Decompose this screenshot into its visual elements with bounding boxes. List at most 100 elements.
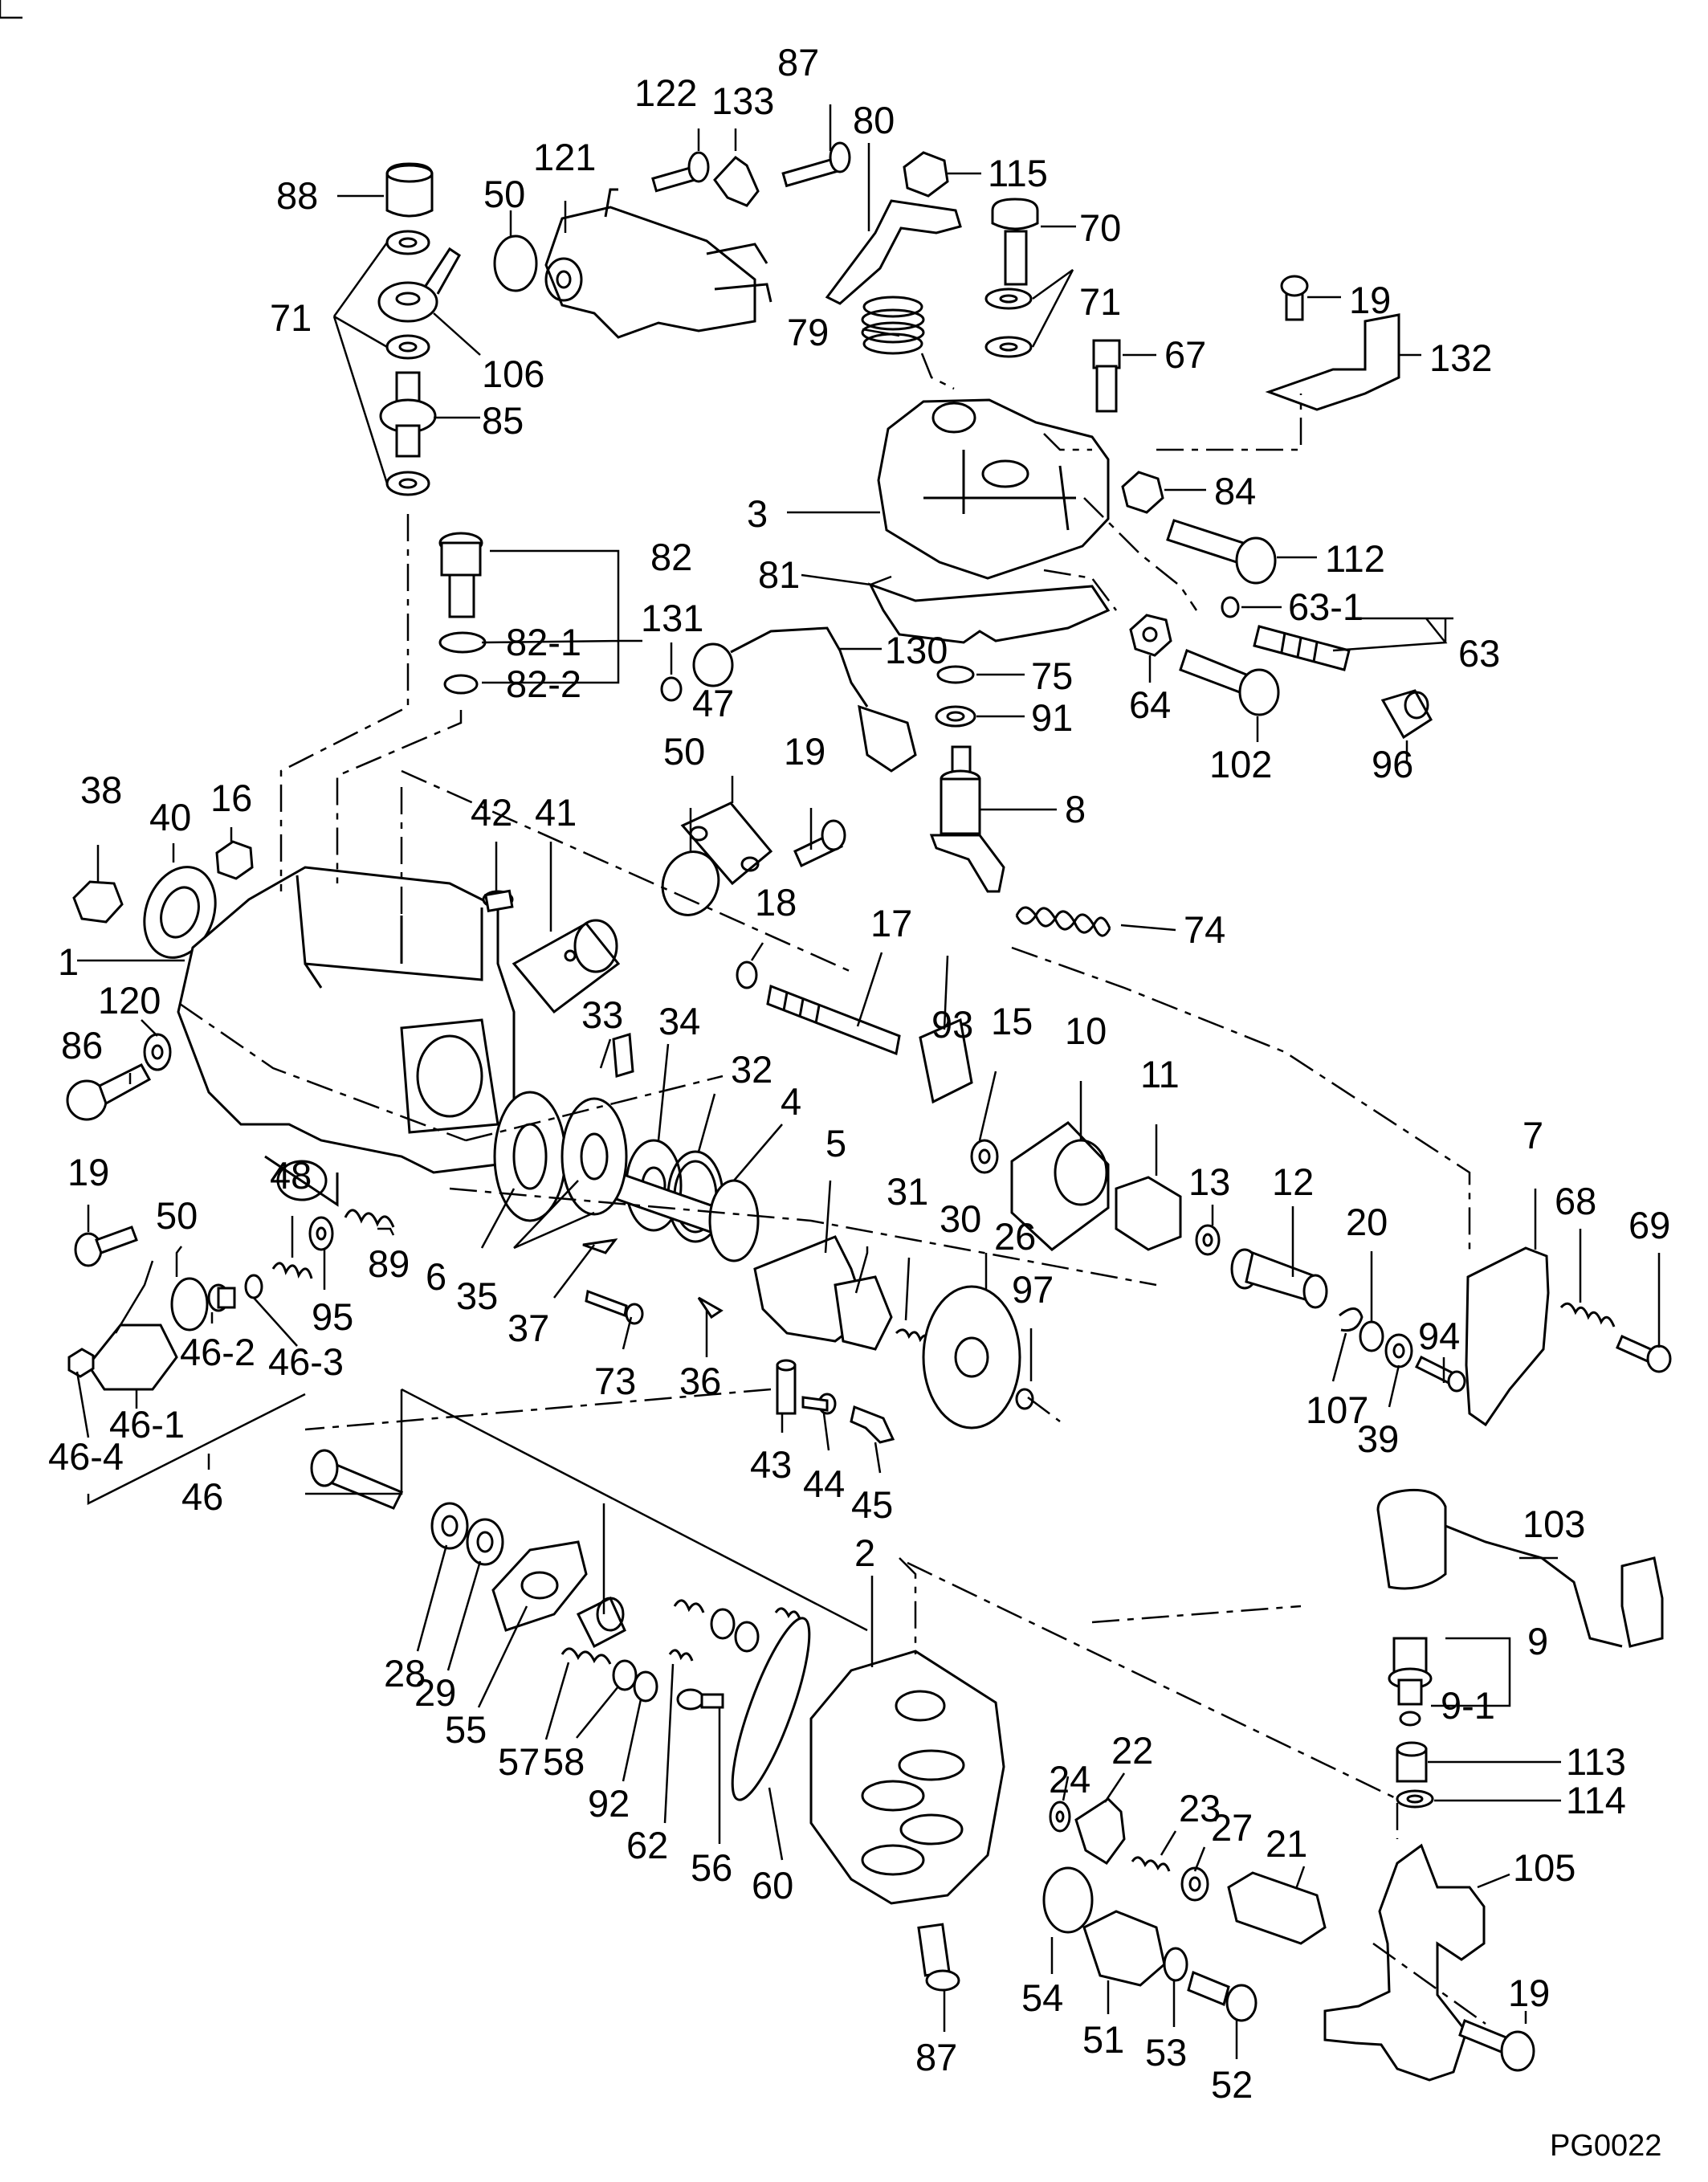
callout-69: 69 — [1629, 1204, 1670, 1246]
callout-37: 37 — [508, 1307, 549, 1349]
part-41-sleeve — [512, 919, 621, 1014]
callout-92: 92 — [588, 1782, 630, 1825]
part-86-bolt — [66, 1063, 152, 1121]
part-97-pin — [1015, 1388, 1034, 1410]
callout-56: 56 — [691, 1846, 732, 1889]
callout-52: 52 — [1211, 2063, 1253, 2106]
part-40-bearing — [143, 866, 217, 959]
callout-2: 2 — [854, 1531, 875, 1574]
part-53-washer — [1163, 1947, 1188, 1982]
callout-29: 29 — [414, 1671, 456, 1714]
part-103-solenoid — [1376, 1488, 1664, 1648]
part-24-washer — [1049, 1801, 1071, 1833]
callout-50-mid: 50 — [663, 730, 705, 773]
part-82-2-oring — [443, 674, 479, 695]
part-22-valve — [1074, 1797, 1126, 1866]
part-16-nut — [215, 840, 254, 880]
callout-122: 122 — [634, 71, 697, 114]
part-67-bolt — [1092, 339, 1121, 413]
callout-46-2: 46-2 — [180, 1331, 255, 1373]
part-133-clip — [713, 156, 760, 207]
part-47-cover — [680, 801, 773, 886]
part-52-bolt — [1187, 1970, 1258, 2022]
callout-85: 85 — [482, 399, 524, 442]
part-lower-shaft — [310, 1449, 404, 1510]
callout-115: 115 — [988, 152, 1048, 194]
callout-9-1: 9-1 — [1441, 1684, 1495, 1727]
callout-46-1: 46-1 — [109, 1403, 185, 1446]
part-87-screw-top — [781, 141, 851, 188]
part-130-sensor — [692, 626, 917, 773]
part-56-bolt — [676, 1688, 724, 1711]
callout-46-4: 46-4 — [48, 1435, 124, 1478]
callout-7: 7 — [1523, 1114, 1543, 1156]
part-84-nut — [1121, 471, 1164, 514]
part-63-pin — [1253, 625, 1351, 671]
callout-102: 102 — [1209, 743, 1272, 785]
callout-79: 79 — [787, 311, 829, 353]
callout-130: 130 — [885, 629, 948, 671]
part-114-washer — [1396, 1789, 1434, 1809]
part-bushing-lower — [576, 1596, 626, 1649]
part-69-bolt — [1616, 1335, 1672, 1373]
callout-32: 32 — [731, 1048, 772, 1091]
part-6-flange — [493, 1091, 567, 1222]
callout-43: 43 — [750, 1443, 792, 1486]
part-85-bolt — [379, 371, 437, 458]
callout-120: 120 — [98, 979, 161, 1022]
callout-46: 46 — [181, 1475, 223, 1518]
part-96-bushing — [1380, 689, 1433, 740]
callout-95: 95 — [312, 1295, 353, 1338]
callout-84: 84 — [1214, 470, 1256, 512]
part-44-bolt — [801, 1393, 837, 1415]
part-95-washer — [308, 1216, 334, 1251]
part-82-valve — [438, 532, 483, 618]
callout-38: 38 — [80, 769, 122, 811]
callout-54: 54 — [1021, 1976, 1063, 2019]
callout-60: 60 — [752, 1864, 793, 1907]
callout-41: 41 — [535, 791, 577, 834]
callout-68: 68 — [1555, 1180, 1596, 1222]
part-50-oring-mid — [661, 850, 720, 916]
callout-40: 40 — [149, 796, 191, 838]
part-63-1-oring — [1221, 596, 1240, 618]
callout-39: 39 — [1357, 1417, 1399, 1460]
part-9-valve — [1388, 1637, 1433, 1706]
part-18-oring — [736, 960, 758, 989]
callout-26: 26 — [994, 1215, 1036, 1258]
callout-28: 28 — [384, 1652, 426, 1695]
part-112-bolt — [1166, 519, 1277, 585]
callout-94: 94 — [1418, 1315, 1460, 1357]
part-81-gasket — [867, 582, 1111, 644]
callout-47: 47 — [692, 682, 734, 724]
part-74-spring — [1015, 906, 1111, 937]
part-39-bushing — [1384, 1333, 1413, 1368]
callout-86: 86 — [61, 1024, 103, 1067]
part-11-block — [1115, 1176, 1182, 1251]
part-46-1-housing — [87, 1323, 178, 1391]
callout-21: 21 — [1266, 1822, 1307, 1865]
callout-71-right: 71 — [1079, 280, 1121, 323]
callout-75: 75 — [1031, 655, 1073, 697]
callout-114: 114 — [1566, 1779, 1626, 1821]
part-79-spring — [861, 296, 925, 355]
part-75-oring — [936, 665, 975, 684]
leader-lines — [75, 104, 1661, 2059]
callout-87-lower: 87 — [915, 2036, 957, 2078]
callout-31: 31 — [887, 1170, 928, 1213]
part-8-lever — [929, 745, 1005, 893]
callout-16: 16 — [210, 777, 252, 819]
callout-20: 20 — [1346, 1201, 1388, 1243]
callout-71: 71 — [270, 296, 312, 339]
part-51-plug — [1082, 1910, 1166, 1987]
callout-57: 57 — [498, 1740, 540, 1783]
part-springs-row — [673, 1599, 801, 1653]
part-102-bolt — [1179, 649, 1280, 716]
part-64-nut — [1129, 614, 1172, 657]
callout-35: 35 — [456, 1275, 498, 1317]
callout-106: 106 — [482, 353, 544, 395]
part-91-washer — [935, 705, 976, 728]
part-31-rotor — [834, 1275, 893, 1351]
part-58-washer — [612, 1659, 638, 1691]
part-48-spring — [271, 1262, 313, 1279]
